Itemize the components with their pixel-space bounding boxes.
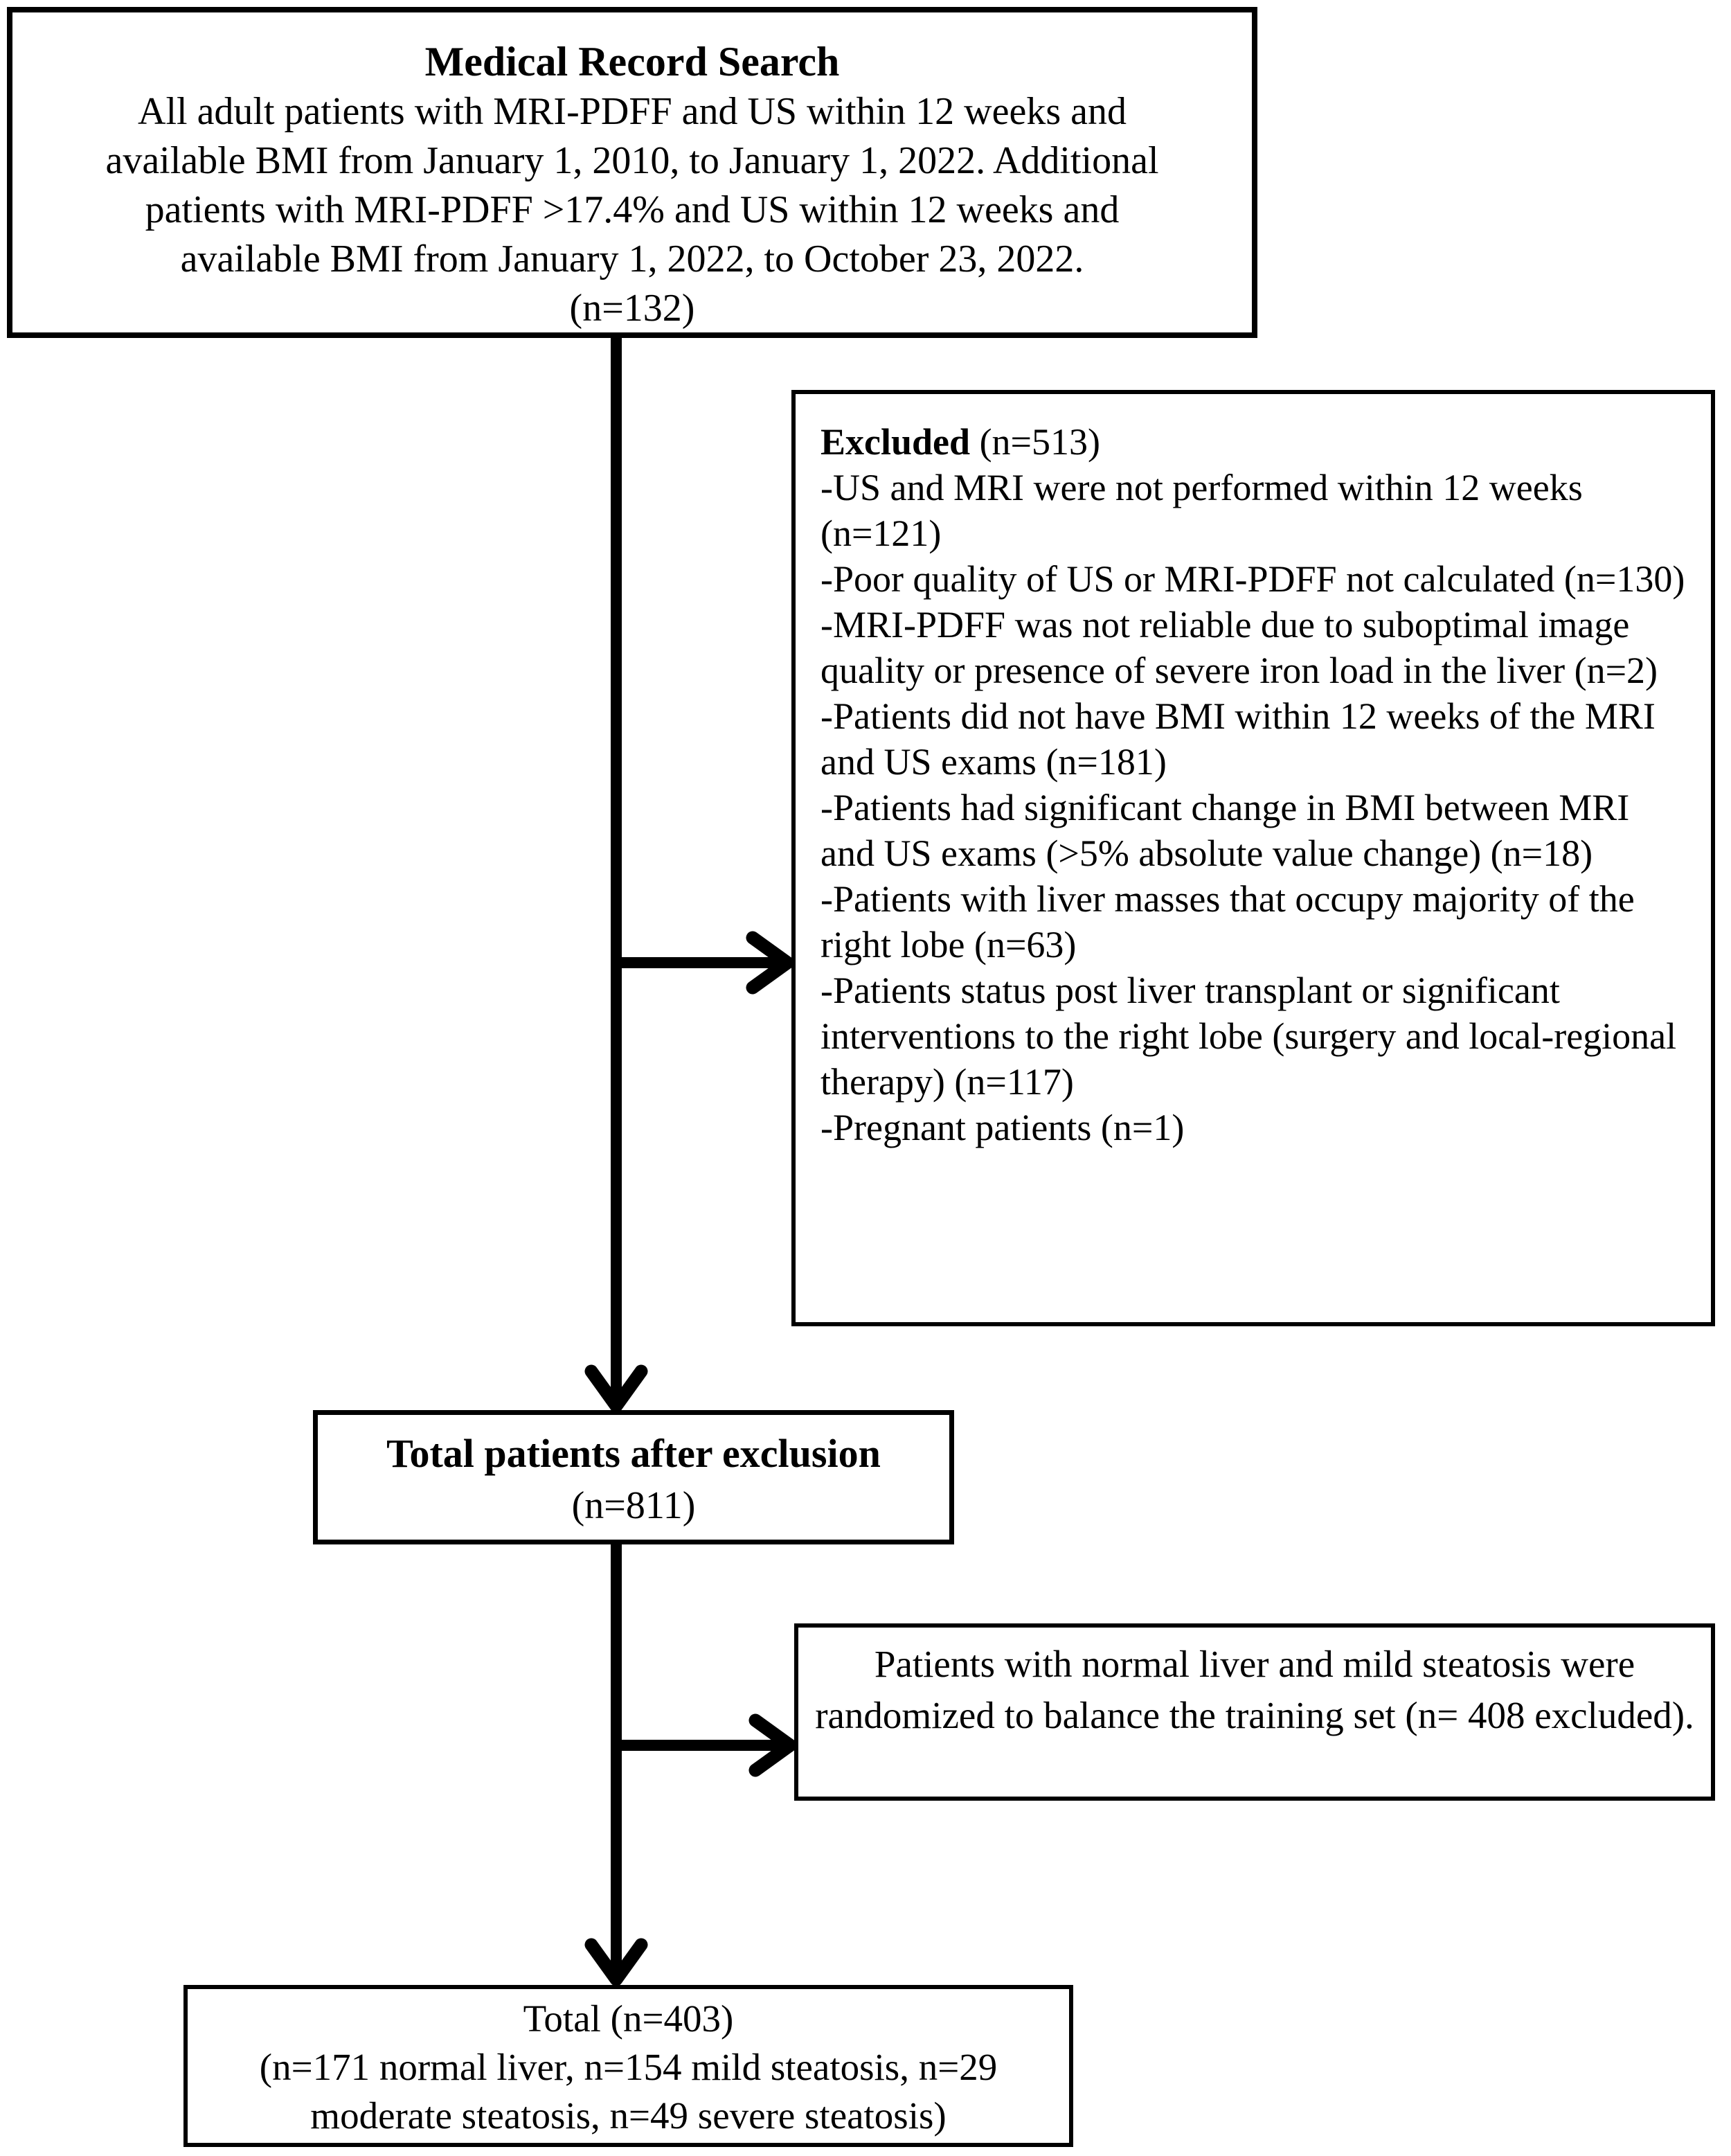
excluded-item: -Patients did not have BMI within 12 wee… <box>820 695 1656 783</box>
arrowhead-down-final <box>584 1938 648 1986</box>
arrowhead-down-total <box>584 1364 648 1413</box>
box-final-total: Total (n=403) (n=171 normal liver, n=154… <box>183 1985 1073 2147</box>
excluded-item: -US and MRI were not performed within 12… <box>820 467 1583 554</box>
excluded-item: -Pregnant patients (n=1) <box>820 1107 1185 1148</box>
medical-record-search-count: (n=132) <box>569 287 695 330</box>
box-medical-record-search: Medical Record Search All adult patients… <box>7 7 1257 338</box>
excluded-item: -MRI-PDFF was not reliable due to subopt… <box>820 604 1658 691</box>
excluded-heading-count: (n=513) <box>970 421 1100 463</box>
box-excluded: Excluded (n=513) -US and MRI were not pe… <box>791 390 1715 1326</box>
excluded-heading-bold: Excluded <box>820 421 971 463</box>
total-after-exclusion-title: Total patients after exclusion <box>386 1431 881 1476</box>
medical-record-search-line: patients with MRI-PDFF >17.4% and US wit… <box>145 188 1120 231</box>
excluded-item: -Patients with liver masses that occupy … <box>820 878 1635 965</box>
medical-record-search-line: All adult patients with MRI-PDFF and US … <box>138 90 1127 133</box>
final-total-line1: Total (n=403) <box>523 1997 734 2040</box>
excluded-item: -Patients had significant change in BMI … <box>820 787 1630 874</box>
arrowhead-right-excluded <box>746 931 794 995</box>
box-randomization-note: Patients with normal liver and mild stea… <box>794 1623 1715 1801</box>
randomization-note-text: Patients with normal liver and mild stea… <box>815 1643 1694 1736</box>
box-total-after-exclusion: Total patients after exclusion (n=811) <box>313 1410 954 1544</box>
medical-record-search-line: available BMI from January 1, 2010, to J… <box>105 139 1159 182</box>
medical-record-search-title: Medical Record Search <box>424 39 840 84</box>
arrowhead-right-randomized <box>748 1713 797 1777</box>
total-after-exclusion-count: (n=811) <box>571 1484 696 1527</box>
final-total-line2: (n=171 normal liver, n=154 mild steatosi… <box>259 2046 998 2137</box>
excluded-heading: Excluded (n=513) <box>820 419 1692 465</box>
medical-record-search-line: available BMI from January 1, 2022, to O… <box>180 238 1084 280</box>
excluded-item: -Patients status post liver transplant o… <box>820 970 1677 1103</box>
excluded-item: -Poor quality of US or MRI-PDFF not calc… <box>820 558 1685 600</box>
